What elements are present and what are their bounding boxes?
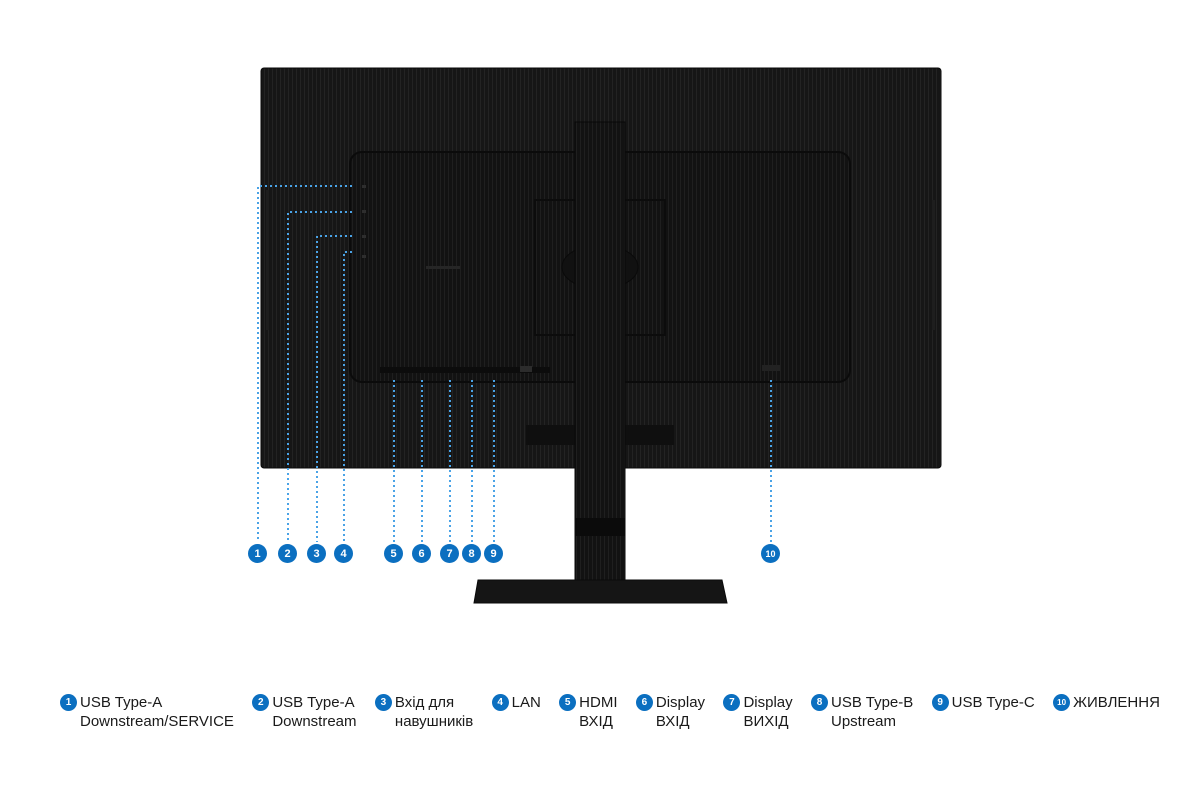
legend-item-2: 2 USB Type-A Downstream: [252, 693, 357, 731]
legend-item-8: 8 USB Type-B Upstream: [811, 693, 913, 731]
legend-label: USB Type-A: [80, 694, 163, 711]
legend-label-2: ВИХІД: [743, 713, 789, 730]
legend-number: 8: [811, 694, 828, 711]
legend-label-2: Downstream/SERVICE: [80, 713, 234, 730]
legend-label: USB Type-C: [951, 694, 1035, 711]
legend-item-3: 3 Вхід для навушників: [374, 693, 474, 731]
marker-6: 6: [412, 544, 431, 563]
legend-label: Display: [743, 694, 793, 711]
marker-10: 10: [761, 544, 780, 563]
marker-8: 8: [462, 544, 481, 563]
legend-item-1: 1 USB Type-A Downstream/SERVICE: [60, 693, 234, 731]
legend-label: LAN: [511, 694, 541, 711]
legend-number: 6: [635, 694, 653, 711]
legend-label: ЖИВЛЕННЯ: [1073, 694, 1160, 711]
legend-label-2: Upstream: [831, 713, 897, 730]
legend-number: 10: [1053, 694, 1071, 711]
legend-label: HDMI: [579, 694, 618, 711]
legend-number: 1: [60, 694, 77, 711]
legend-number: 3: [374, 694, 392, 711]
legend-label: USB Type-B: [831, 694, 914, 711]
legend-label-2: навушників: [394, 713, 474, 730]
legend-number: 2: [252, 694, 270, 711]
legend-number: 9: [931, 694, 949, 711]
stand-base: [473, 579, 728, 604]
marker-2: 2: [278, 544, 297, 563]
legend-number: 5: [559, 694, 577, 711]
marker-9: 9: [484, 544, 503, 563]
marker-5: 5: [384, 544, 403, 563]
marker-1: 1: [248, 544, 267, 563]
marker-4: 4: [334, 544, 353, 563]
stand-column: [574, 121, 626, 598]
legend-label: Вхід для: [394, 694, 455, 711]
legend-label-2: Downstream: [272, 713, 357, 730]
legend-label: USB Type-A: [272, 694, 355, 711]
marker-7: 7: [440, 544, 459, 563]
legend-number: 7: [723, 694, 741, 711]
legend-number: 4: [491, 694, 509, 711]
port-legend: 1 USB Type-A Downstream/SERVICE 2 USB Typ…: [60, 693, 1160, 731]
legend-label: Display: [655, 694, 706, 711]
marker-3: 3: [307, 544, 326, 563]
legend-label-2: ВХІД: [655, 713, 690, 730]
legend-item-9: 9 USB Type-C: [931, 693, 1035, 712]
legend-item-10: 10 ЖИВЛЕННЯ: [1053, 693, 1160, 712]
legend-item-5: 5 HDMI ВХІД: [559, 693, 618, 731]
legend-label-2: ВХІД: [579, 713, 613, 730]
legend-item-4: 4 LAN: [491, 693, 541, 712]
